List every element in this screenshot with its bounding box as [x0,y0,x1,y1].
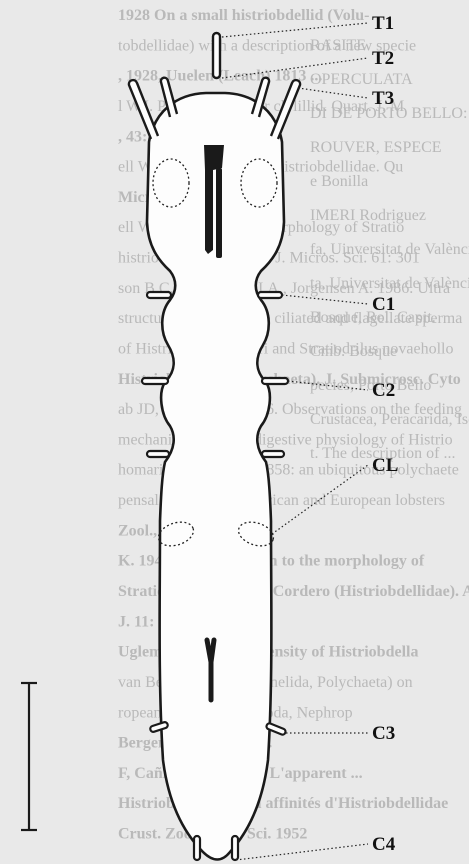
label-cl: CL [372,455,398,476]
label-c1: C1 [372,294,395,315]
tentacle-t1 [213,33,220,78]
background-text-right-line: Cmb. Bosque [310,343,397,360]
appendage-c1-right [258,292,282,298]
leader-t1 [222,23,368,37]
label-c3: C3 [372,723,395,744]
background-text-right-line: Crustacea, Peracarida, Isopoda. [310,411,469,428]
jaw-rod-right [216,168,222,258]
background-text-line: 1928 On a small histriobdellid (Volu- [118,7,369,24]
background-text-right-line: fa, Uinversitat de València [310,241,469,258]
appendage-c1-left [147,292,171,298]
label-t2: T2 [372,48,394,69]
background-text-right-line: OPERCULATA [310,71,413,88]
background-text-right-line: RASITE [310,37,366,54]
label-t1: T1 [372,13,394,34]
background-text-right-line: IMERI Rodriguez [310,207,426,224]
label-t3: T3 [372,88,394,109]
appendage-c2-left [142,378,168,384]
background-text-right-line: ta, Universitat de València [310,275,469,292]
appendage-cl-left [147,451,169,457]
appendage-c2-right [262,378,288,384]
cirrus-c4-right [232,836,238,860]
label-c2: C2 [372,380,395,401]
scale-bar [21,683,37,830]
cirrus-c4-left [194,836,200,860]
leader-t3 [298,88,368,98]
label-c4: C4 [372,834,396,855]
background-text-right-line: ROUVER, ESPECE [310,139,442,156]
background-text-line: Histriobdella homari affinités d'Histrio… [118,795,448,812]
background-text-right-line: e Bonilla [310,173,368,190]
leader-c4 [236,844,368,860]
body-outline [147,93,284,860]
appendage-cl-right [262,451,284,457]
